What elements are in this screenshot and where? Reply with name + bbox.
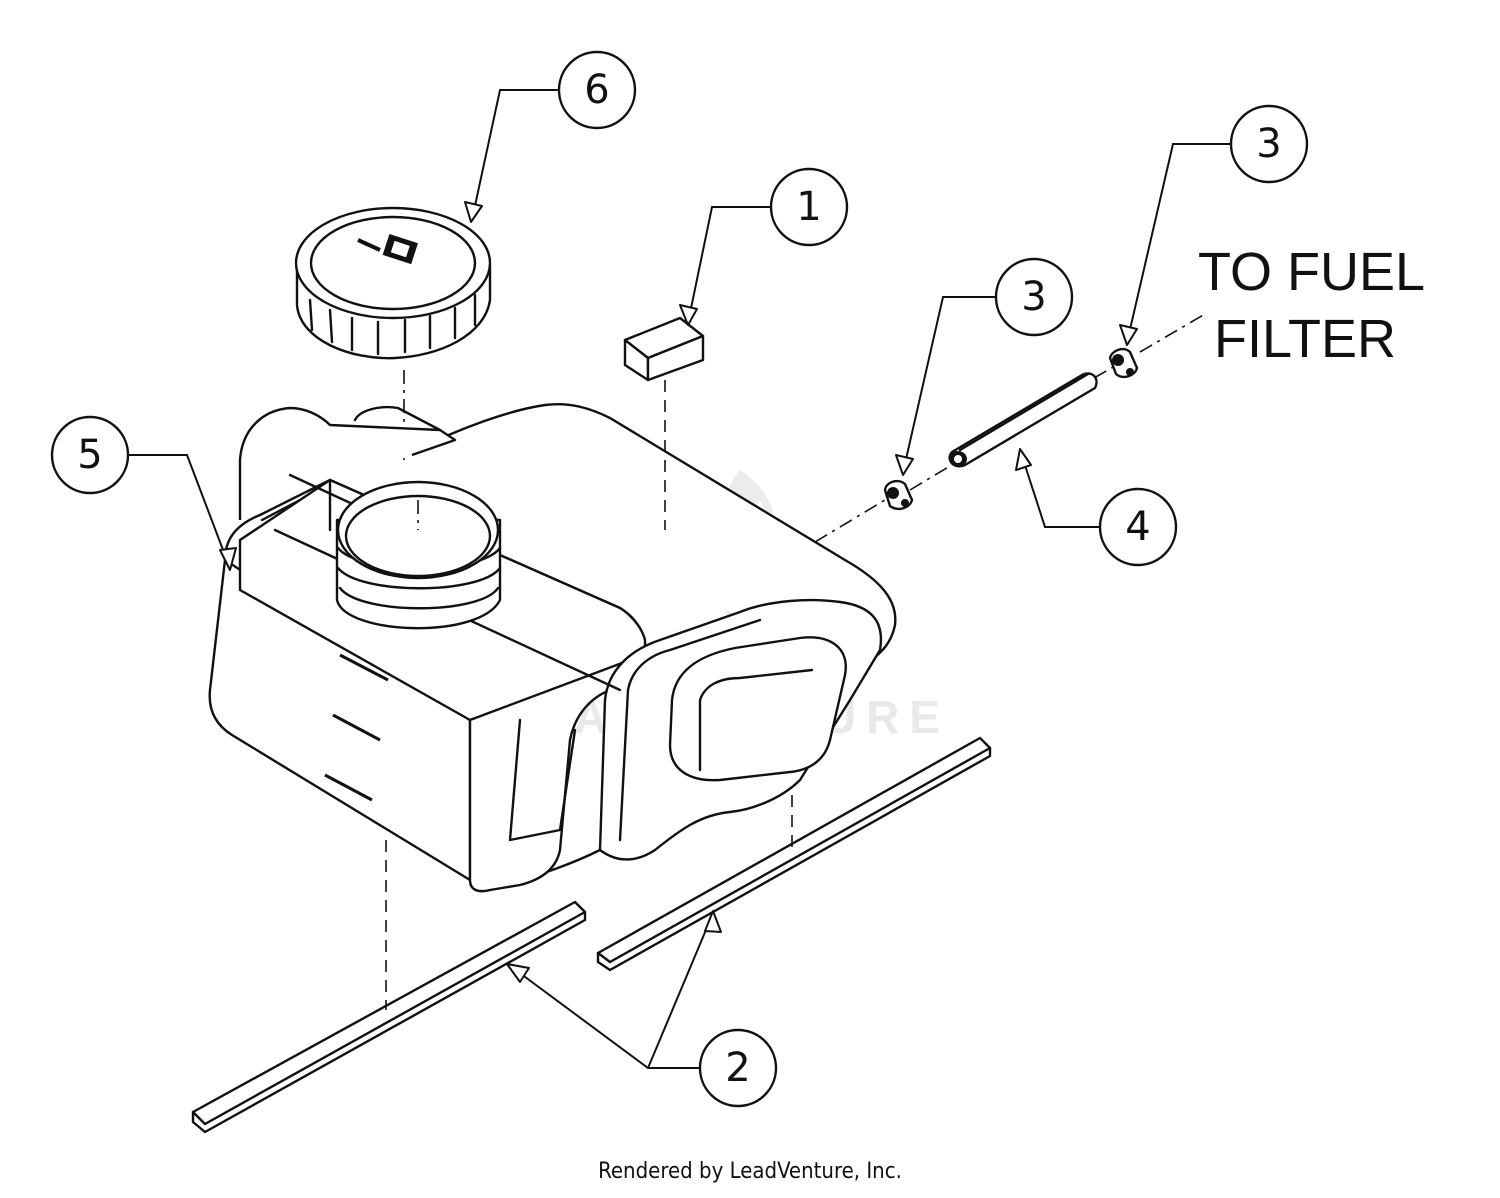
fuel-line [948, 372, 1098, 468]
callout-6-label: 6 [584, 67, 609, 113]
callout-3b-label: 3 [1256, 121, 1281, 167]
callout-4-label: 4 [1125, 504, 1150, 550]
callout-3a: 3 [994, 257, 1074, 337]
fuel-pump-icon [357, 233, 418, 265]
note-line-1: TO FUEL [1198, 242, 1425, 302]
alignment-lines [385, 313, 1206, 1010]
callout-3b: 3 [1229, 104, 1309, 184]
callout-3a-label: 3 [1021, 274, 1046, 320]
mounting-strips [191, 736, 992, 1134]
hose-clamp-2 [1108, 347, 1139, 379]
callout-1-label: 1 [796, 184, 821, 230]
callout-4: 4 [1098, 487, 1178, 567]
note-line-2: FILTER [1214, 309, 1396, 369]
callout-2-label: 2 [725, 1045, 750, 1091]
callout-1: 1 [769, 167, 849, 247]
callout-leaders [127, 89, 1232, 1069]
fuel-tank [208, 380, 897, 893]
fuel-cap [294, 206, 492, 360]
hose-clamp-1 [883, 479, 914, 511]
callout-2: 2 [698, 1028, 778, 1108]
callout-5: 5 [50, 415, 130, 495]
tank-label [623, 316, 705, 382]
fuel-filter-note: TO FUEL FILTER [1198, 242, 1425, 369]
callout-5-label: 5 [77, 432, 102, 478]
callout-6: 6 [557, 50, 637, 130]
render-credit: Rendered by LeadVenture, Inc. [598, 1159, 902, 1184]
